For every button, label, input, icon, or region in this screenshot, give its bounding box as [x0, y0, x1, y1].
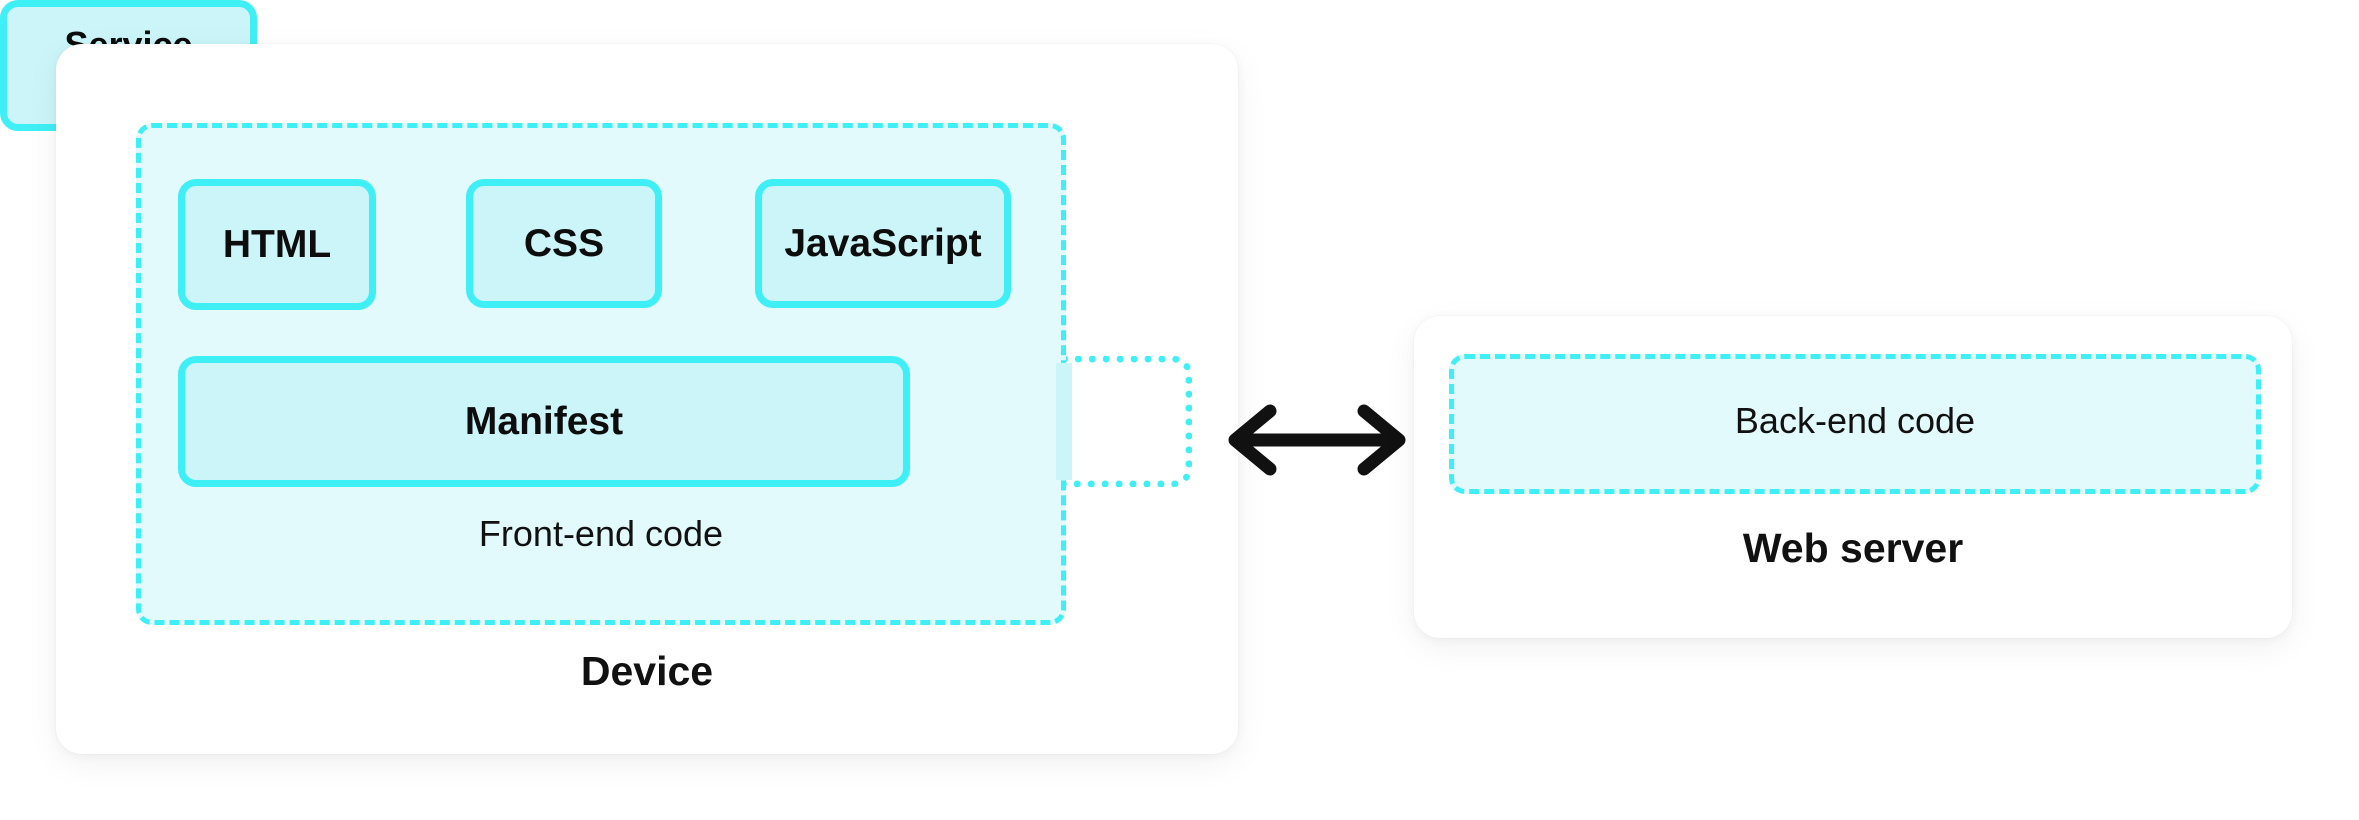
web-server-label: Web server: [1742, 525, 1964, 571]
tile-html[interactable]: HTML: [178, 179, 376, 310]
back-end-code-zone: [1449, 354, 2261, 494]
tile-css[interactable]: CSS: [466, 179, 662, 308]
double-headed-arrow-icon: [1228, 404, 1406, 476]
device-label: Device: [580, 648, 714, 694]
back-end-code-label: Back-end code: [1734, 400, 1976, 441]
zone-boundary-gap-mask: [1056, 363, 1072, 480]
tile-javascript[interactable]: JavaScript: [755, 179, 1011, 308]
front-end-code-label: Front-end code: [478, 513, 724, 554]
tile-manifest[interactable]: Manifest: [178, 356, 910, 487]
